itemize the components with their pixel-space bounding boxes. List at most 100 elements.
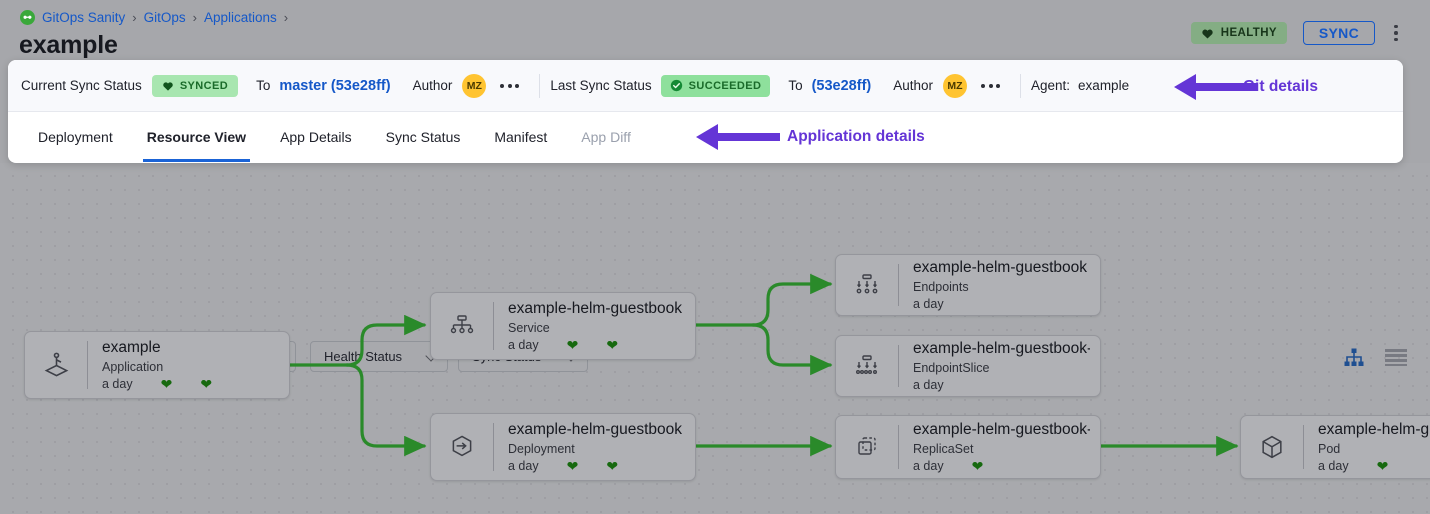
current-author-avatar[interactable]: MZ [462, 73, 487, 98]
endpointslice-icon [836, 354, 898, 378]
sync-button-label: SYNC [1318, 25, 1359, 41]
pod-icon [1241, 433, 1303, 461]
health-status-label: HEALTHY [1220, 27, 1277, 39]
current-more-horizontal-icon[interactable] [500, 83, 520, 88]
node-title: example-helm-guest [1318, 420, 1430, 438]
annotation-application-details: Application details [787, 128, 925, 145]
list-view-icon[interactable] [1384, 345, 1408, 369]
current-sync-status-label: Current Sync Status [21, 78, 142, 93]
breadcrumb-separator: › [132, 10, 137, 25]
gitops-logo-icon [20, 10, 35, 25]
breadcrumb-item-2[interactable]: Applications [203, 10, 277, 25]
agent-label: Agent: [1031, 78, 1071, 93]
tab-app-details[interactable]: App Details [263, 112, 369, 162]
graph-node-replicaset[interactable]: example-helm-guestbook-74… ReplicaSet a … [835, 415, 1101, 479]
current-to-label: To [256, 78, 271, 93]
breadcrumb-item-0[interactable]: GitOps Sanity [42, 10, 126, 25]
last-to-label: To [788, 78, 803, 93]
health-heart-icon: ❤ [1376, 458, 1389, 474]
sync-button[interactable]: SYNC [1302, 21, 1375, 45]
node-age: a day [913, 296, 944, 311]
tree-view-icon[interactable] [1342, 345, 1366, 369]
last-sync-status-label: Last Sync Status [550, 78, 652, 93]
graph-node-service[interactable]: example-helm-guestbook Service a day ❤ ❤ [430, 292, 696, 360]
last-sync-status-badge: SUCCEEDED [660, 74, 771, 97]
node-title: example-helm-guestbook [913, 258, 1088, 276]
node-title: example-helm-guestbook-74… [913, 420, 1090, 438]
current-sync-status-badge: SYNCED [151, 74, 239, 97]
node-kind: EndpointSlice [913, 360, 990, 375]
graph-node-application[interactable]: example Application a day ❤ ❤ [24, 331, 290, 399]
replicaset-icon [836, 434, 898, 460]
tab-label: App Diff [581, 129, 631, 145]
node-kind: Endpoints [913, 279, 969, 294]
heart-icon [163, 81, 173, 91]
filter-health-status-dropdown[interactable]: Health Status [310, 341, 448, 372]
health-heart-icon: ❤ [160, 376, 173, 392]
node-title: example-helm-guestbook [508, 420, 683, 438]
graph-node-deployment[interactable]: example-helm-guestbook Deployment a day … [430, 413, 696, 481]
application-icon [25, 352, 87, 379]
health-heart-icon: ❤ [566, 458, 579, 474]
more-vertical-icon[interactable] [1388, 22, 1404, 44]
tab-sync-status[interactable]: Sync Status [369, 112, 478, 162]
tab-resource-view[interactable]: Resource View [130, 112, 263, 162]
page-title: example [19, 31, 118, 59]
application-detail-card: Current Sync Status SYNCED To master (53… [8, 60, 1403, 163]
tab-label: Resource View [146, 129, 247, 145]
last-author-avatar[interactable]: MZ [943, 73, 968, 98]
node-title: example [102, 338, 161, 356]
sync-heart-icon: ❤ [606, 337, 619, 353]
sync-status-bar: Current Sync Status SYNCED To master (53… [8, 60, 1403, 112]
service-icon [431, 314, 493, 338]
node-age: a day [1318, 458, 1349, 473]
graph-node-endpointslice[interactable]: example-helm-guestbook-ct… EndpointSlice… [835, 335, 1101, 397]
divider [539, 73, 541, 98]
left-arrow-annotation [1174, 74, 1258, 100]
sync-heart-icon: ❤ [606, 458, 619, 474]
filter-bar: Name Kind Health Status Sync Status [0, 163, 1430, 372]
tab-app-diff[interactable]: App Diff [564, 112, 648, 162]
current-sync-status-badge-label: SYNCED [179, 79, 229, 92]
node-age: a day [508, 458, 539, 473]
breadcrumb-separator: › [192, 10, 197, 25]
tab-label: Deployment [38, 129, 113, 145]
breadcrumb-item-1[interactable]: GitOps [143, 10, 186, 25]
tab-manifest[interactable]: Manifest [477, 112, 564, 162]
current-author-label: Author [412, 78, 453, 93]
last-sync-status-badge-label: SUCCEEDED [688, 79, 762, 92]
left-arrow-annotation [696, 124, 780, 150]
deployment-icon [431, 433, 493, 461]
check-circle-icon [670, 79, 682, 92]
node-kind: Pod [1318, 441, 1341, 456]
view-mode-toggles [1342, 345, 1408, 369]
last-author-label: Author [893, 78, 934, 93]
node-age: a day [508, 337, 539, 352]
tab-label: Sync Status [385, 129, 461, 145]
node-kind: Service [508, 320, 550, 335]
node-age: a day [102, 376, 133, 391]
node-title: example-helm-guestbook [508, 299, 683, 317]
filter-health-status-label: Health Status [324, 349, 403, 364]
tab-label: Manifest [494, 129, 548, 145]
health-status-badge: HEALTHY [1190, 22, 1287, 44]
node-kind: Application [102, 359, 164, 374]
annotation-git-details: Git details [1243, 78, 1318, 95]
node-kind: Deployment [508, 441, 575, 456]
node-age: a day [913, 377, 944, 392]
last-more-horizontal-icon[interactable] [981, 83, 1001, 88]
node-kind: ReplicaSet [913, 441, 974, 456]
tab-deployment[interactable]: Deployment [21, 112, 130, 162]
node-title: example-helm-guestbook-ct… [913, 339, 1090, 357]
health-heart-icon: ❤ [566, 337, 579, 353]
divider [1020, 73, 1022, 98]
current-revision-link[interactable]: master (53e28ff) [279, 77, 391, 94]
breadcrumb-separator: › [283, 10, 289, 25]
sync-heart-icon: ❤ [200, 376, 213, 392]
graph-node-endpoints[interactable]: example-helm-guestbook Endpoints a day [835, 254, 1101, 316]
graph-node-pod[interactable]: example-helm-guest Pod a day ❤ [1240, 415, 1430, 479]
heart-icon [1202, 29, 1213, 39]
agent-value: example [1078, 78, 1130, 93]
last-revision-link[interactable]: (53e28ff) [811, 77, 872, 94]
health-heart-icon: ❤ [971, 458, 984, 474]
